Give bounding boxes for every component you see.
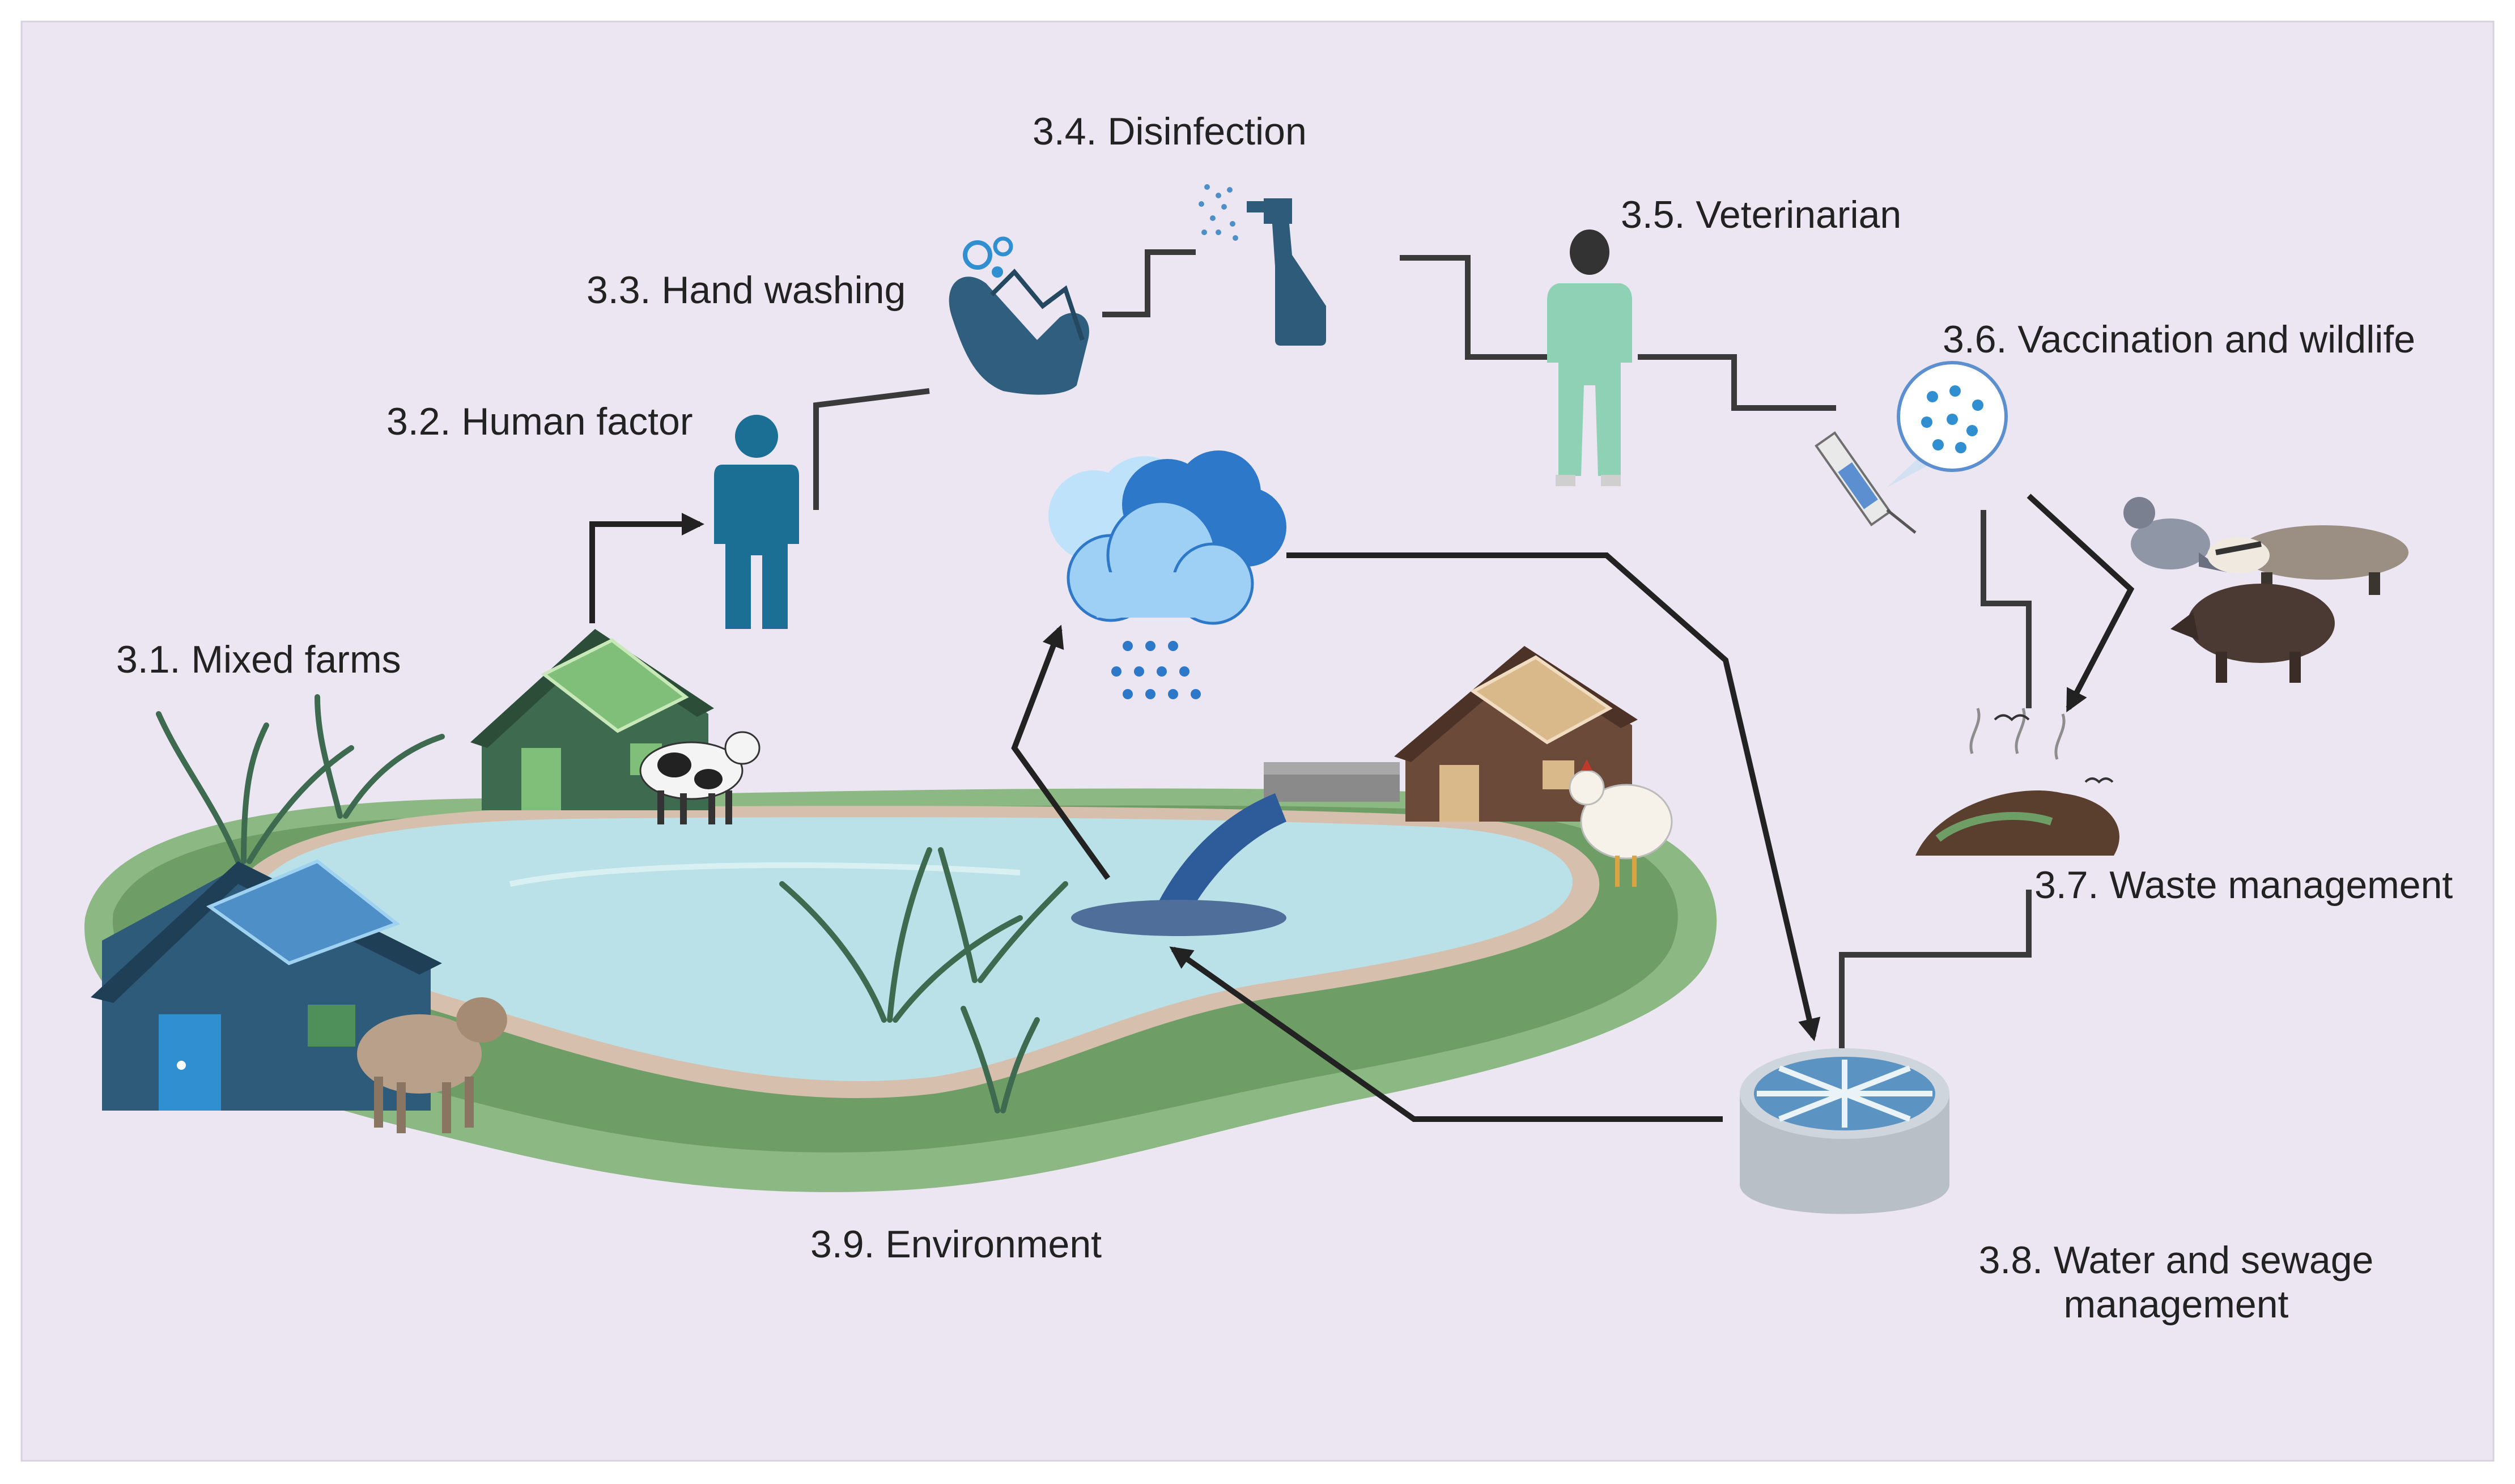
label-waste-management: 3.7. Waste management — [2034, 864, 2453, 907]
cloud-icon — [1048, 450, 1286, 625]
spray-bottle-icon — [1199, 184, 1326, 346]
flow-connectors — [589, 249, 2135, 1122]
connector-farm-to-human — [589, 513, 704, 623]
pipe-icon — [1071, 762, 1400, 936]
person-icon — [714, 415, 799, 629]
connector-pond-to-cloud — [1011, 624, 1111, 880]
hands-icon — [949, 236, 1089, 395]
label-vaccination-wildlife: 3.6. Vaccination and wildlife — [1943, 318, 2416, 361]
sheep-icon — [357, 997, 507, 1133]
connector-vaccination-to-waste — [1981, 510, 2032, 708]
badger-icon — [2207, 525, 2408, 595]
label-hand-washing: 3.3. Hand washing — [587, 269, 906, 312]
connector-wildlife-to-waste — [2027, 494, 2135, 713]
veterinarian-icon — [1547, 229, 1632, 486]
label-mixed-farms: 3.1. Mixed farms — [116, 638, 401, 681]
connector-disinfection-to-vet — [1400, 255, 1547, 360]
label-veterinarian: 3.5. Veterinarian — [1621, 193, 1902, 236]
grass-icon — [156, 694, 1068, 1113]
cow-icon — [639, 731, 761, 824]
label-water-sewage-management: 3.8. Water and sewage management — [1978, 1239, 2374, 1326]
connector-sewage-to-pond — [1169, 946, 1723, 1122]
rain-icon — [1111, 641, 1201, 699]
connector-vet-to-vaccination — [1638, 354, 1836, 411]
connector-cloud-to-sewage — [1286, 552, 1821, 1041]
label-environment: 3.9. Environment — [810, 1223, 1102, 1266]
connector-waste-to-sewage — [1839, 890, 2032, 1048]
water-treatment-icon — [1740, 1048, 1949, 1214]
house-icon — [91, 859, 442, 1111]
virus-icon — [1897, 361, 2008, 472]
boar-icon — [2170, 584, 2335, 683]
chicken-icon — [1569, 759, 1673, 887]
compost-icon — [1915, 708, 2119, 856]
connector-human-to-handwashing — [813, 388, 930, 510]
connector-handwashing-to-disinfection — [1102, 249, 1196, 317]
label-disinfection: 3.4. Disinfection — [1033, 110, 1307, 153]
label-human-factor: 3.2. Human factor — [386, 400, 693, 443]
